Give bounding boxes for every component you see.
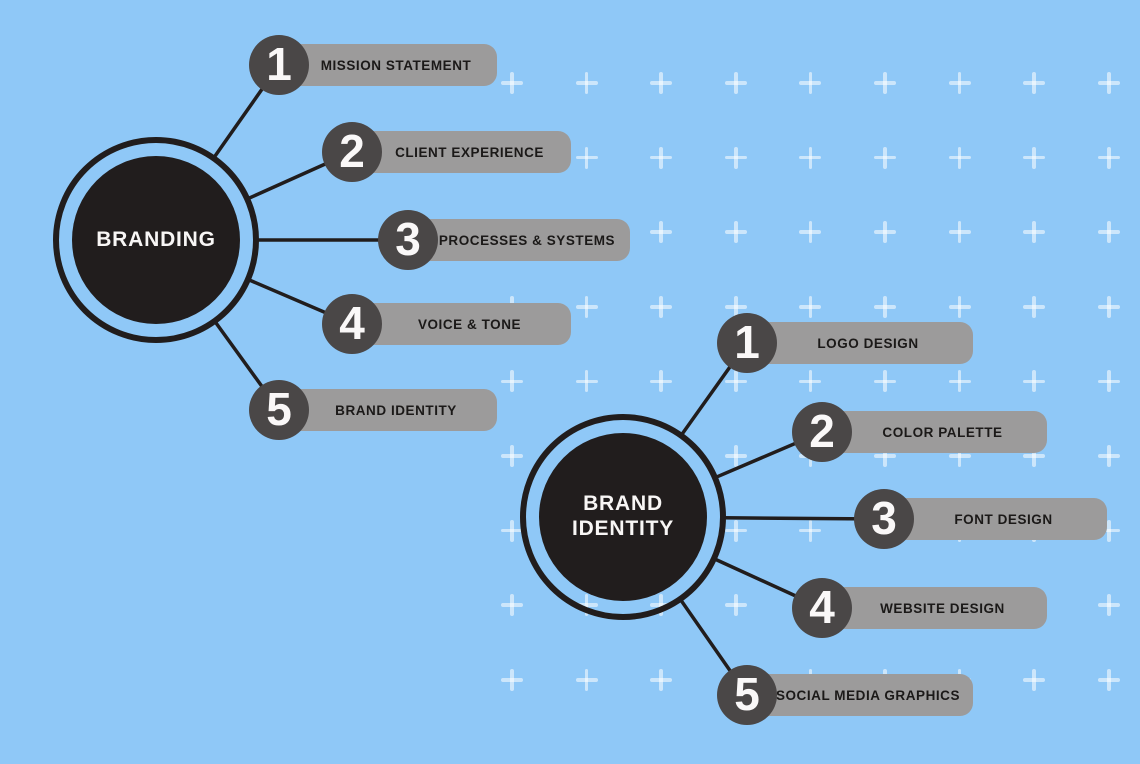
plus-icon <box>1097 668 1120 691</box>
plus-icon <box>799 146 822 169</box>
plus-icon <box>1023 146 1046 169</box>
number-label: 4 <box>339 297 365 349</box>
plus-icon <box>501 668 523 691</box>
plus-icon <box>1023 370 1046 393</box>
number-label: 3 <box>871 492 897 544</box>
plus-icon <box>650 72 673 94</box>
plus-icon <box>1097 295 1120 318</box>
topic-label: VOICE & TONE <box>417 316 522 332</box>
plus-icon <box>724 146 747 169</box>
number-badge: 2 <box>792 402 852 462</box>
plus-icon <box>874 72 896 94</box>
plus-icon <box>575 370 598 393</box>
number-label: 2 <box>339 125 365 177</box>
plus-icon <box>501 72 523 94</box>
hub-ring-branding <box>53 137 259 343</box>
topic-label: COLOR PALETTE <box>882 424 1003 440</box>
plus-icon <box>874 146 896 169</box>
plus-icon <box>1023 668 1046 691</box>
plus-icon <box>650 146 673 169</box>
plus-icon <box>799 519 822 542</box>
number-label: 2 <box>809 405 835 457</box>
number-label: 5 <box>266 383 292 435</box>
number-badge: 3 <box>378 210 438 270</box>
plus-icon <box>1097 146 1120 169</box>
plus-icon <box>650 370 673 393</box>
plus-icon <box>724 519 747 542</box>
plus-icon <box>575 668 598 691</box>
plus-icon <box>575 295 598 318</box>
hub-ring-brand-identity <box>520 414 726 620</box>
number-badge: 3 <box>854 489 914 549</box>
topic-label: WEBSITE DESIGN <box>880 600 1005 616</box>
plus-icon <box>724 221 747 244</box>
number-badge: 2 <box>322 122 382 182</box>
hub-title: BRANDING <box>96 227 216 251</box>
hub-title: BRAND IDENTITY <box>571 492 675 540</box>
number-label: 1 <box>734 316 760 368</box>
plus-icon <box>1097 221 1120 244</box>
plus-icon <box>948 370 971 393</box>
plus-icon <box>948 72 971 94</box>
number-badge: 1 <box>249 35 309 95</box>
plus-icon <box>799 72 822 94</box>
plus-icon <box>1023 295 1046 318</box>
plus-icon <box>724 72 747 94</box>
number-label: 5 <box>734 668 760 720</box>
plus-icon <box>799 370 822 393</box>
plus-icon <box>874 370 896 393</box>
number-badge: 4 <box>322 294 382 354</box>
hub-circle-branding: BRANDING <box>72 156 240 324</box>
hub-circle-brand-identity: BRAND IDENTITY <box>539 433 707 601</box>
plus-icon <box>650 295 673 318</box>
number-badge: 4 <box>792 578 852 638</box>
topic-label: FONT DESIGN <box>954 511 1053 527</box>
number-label: 1 <box>266 38 292 90</box>
topic-bar: MISSION STATEMENT <box>269 44 497 86</box>
plus-icon <box>1097 445 1120 467</box>
plus-icon <box>650 221 673 244</box>
plus-icon <box>575 146 598 169</box>
plus-icon <box>650 668 673 691</box>
plus-icon <box>1023 221 1046 244</box>
plus-icon <box>948 146 971 169</box>
plus-icon <box>874 221 896 244</box>
topic-label: PROCESSES & SYSTEMS <box>438 232 616 248</box>
plus-icon <box>501 445 523 467</box>
plus-icon <box>724 594 747 617</box>
topic-label: BRAND IDENTITY <box>335 402 457 418</box>
number-badge: 5 <box>249 380 309 440</box>
plus-icon <box>724 445 747 467</box>
topic-bar: VOICE & TONE <box>342 303 571 345</box>
plus-icon <box>1097 594 1120 617</box>
plus-icon <box>1097 72 1120 94</box>
topic-label: SOCIAL MEDIA GRAPHICS <box>775 687 961 703</box>
topic-bar: WEBSITE DESIGN <box>812 587 1047 629</box>
plus-icon <box>724 370 747 393</box>
plus-icon <box>799 295 822 318</box>
plus-icon <box>501 370 523 393</box>
plus-icon <box>501 594 523 617</box>
topic-label: LOGO DESIGN <box>817 335 919 351</box>
plus-icon <box>1023 72 1046 94</box>
topic-label: MISSION STATEMENT <box>320 57 472 73</box>
plus-icon <box>575 72 598 94</box>
topic-label: CLIENT EXPERIENCE <box>395 144 544 160</box>
number-badge: 1 <box>717 313 777 373</box>
plus-icon <box>948 295 971 318</box>
plus-icon <box>1097 370 1120 393</box>
plus-icon <box>799 221 822 244</box>
number-badge: 5 <box>717 665 777 725</box>
plus-icon <box>874 295 896 318</box>
number-label: 3 <box>395 213 421 265</box>
plus-icon <box>948 221 971 244</box>
number-label: 4 <box>809 581 835 633</box>
